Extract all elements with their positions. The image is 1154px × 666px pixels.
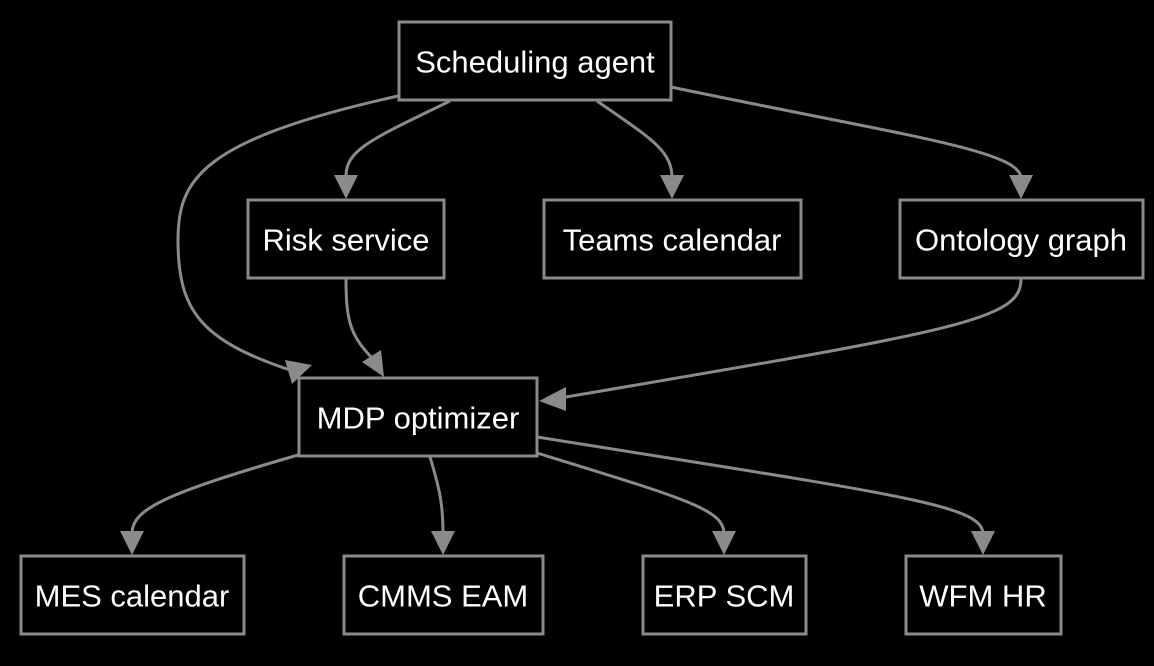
node-ontology-graph[interactable]: Ontology graph — [898, 198, 1145, 280]
node-wfm-hr[interactable]: WFM HR — [904, 554, 1063, 636]
node-erp-scm[interactable]: ERP SCM — [641, 554, 808, 636]
node-label: MES calendar — [35, 579, 230, 614]
node-label: Scheduling agent — [415, 45, 655, 80]
node-label: Teams calendar — [563, 223, 782, 258]
node-mdp-optimizer[interactable]: MDP optimizer — [297, 376, 539, 458]
arrow-head — [539, 387, 566, 411]
arrow-head — [1009, 175, 1033, 199]
node-cmms-eam[interactable]: CMMS EAM — [342, 554, 545, 636]
edge-mdp-optimizer-to-erp-scm — [536, 451, 726, 535]
edge-scheduling-agent-to-mdp-optimizer — [176, 94, 399, 372]
edge-mdp-optimizer-to-wfm-hr — [536, 435, 985, 535]
node-label: Ontology graph — [915, 223, 1127, 258]
node-risk-service[interactable]: Risk service — [246, 198, 446, 280]
edge-risk-service-to-mdp-optimizer — [344, 278, 374, 360]
arrow-head — [285, 360, 312, 384]
edges-layer — [120, 85, 1033, 555]
arrow-head — [362, 350, 384, 377]
node-label: WFM HR — [919, 579, 1046, 614]
arrow-head — [660, 175, 684, 199]
node-mes-calendar[interactable]: MES calendar — [19, 554, 246, 636]
edge-mdp-optimizer-to-mes-calendar — [130, 453, 299, 535]
node-teams-calendar[interactable]: Teams calendar — [542, 198, 803, 280]
arrow-head — [712, 531, 736, 555]
arrow-head — [120, 531, 144, 555]
edge-scheduling-agent-to-risk-service — [344, 99, 451, 179]
node-label: ERP SCM — [654, 579, 795, 614]
node-label: Risk service — [262, 223, 429, 258]
node-scheduling-agent[interactable]: Scheduling agent — [397, 20, 673, 102]
edge-scheduling-agent-to-ontology-graph — [670, 85, 1023, 179]
node-label: MDP optimizer — [317, 401, 520, 436]
arrow-head — [431, 531, 455, 555]
nodes-layer: Scheduling agent Risk service Teams cale… — [19, 20, 1145, 636]
arrow-head — [334, 175, 358, 199]
arrow-head — [971, 531, 995, 555]
edge-mdp-optimizer-to-cmms-eam — [428, 456, 445, 535]
node-label: CMMS EAM — [358, 579, 529, 614]
edge-scheduling-agent-to-teams-calendar — [596, 99, 674, 179]
edge-ontology-graph-to-mdp-optimizer — [559, 278, 1023, 400]
